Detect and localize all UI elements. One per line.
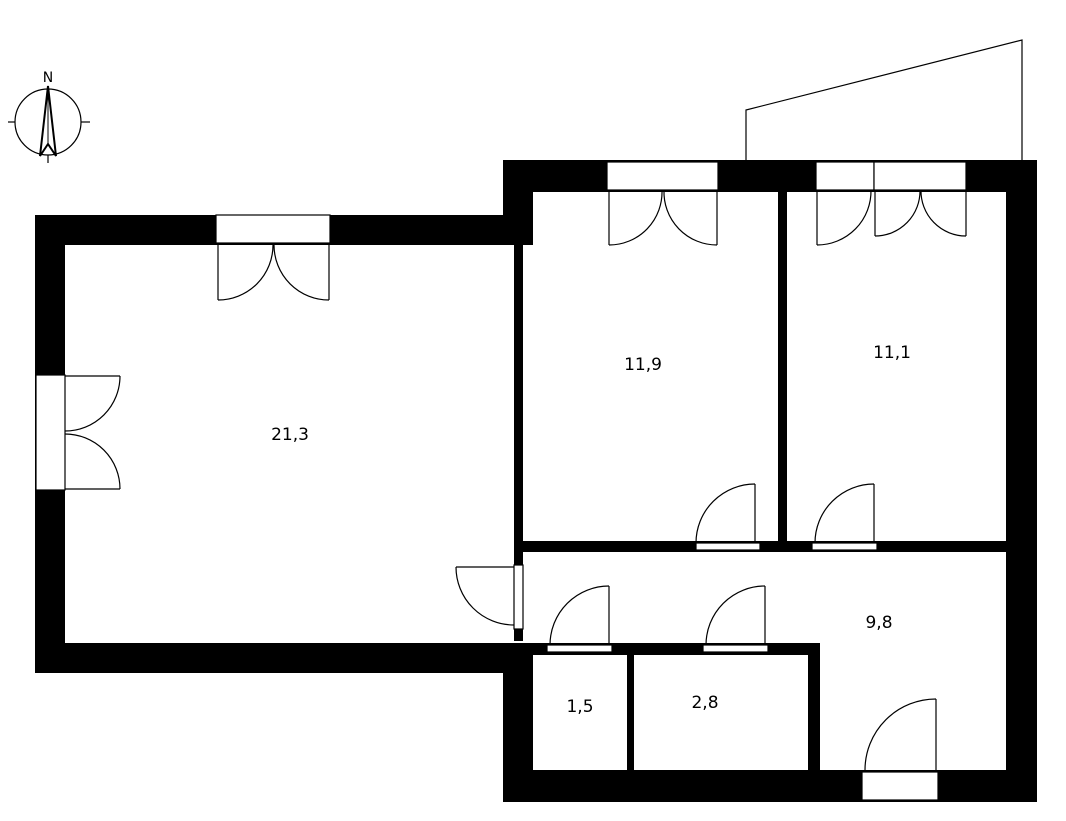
window-bedroom-2-b xyxy=(873,161,967,191)
window-swings xyxy=(64,189,967,490)
window-bedroom-2-a xyxy=(815,161,875,191)
window-hallway-bottom xyxy=(861,771,939,801)
room-area-bedroom-1: 11,9 xyxy=(624,355,662,375)
room-area-living: 21,3 xyxy=(271,425,309,445)
window-living-top xyxy=(215,214,331,244)
outer-walls xyxy=(35,160,1037,802)
window-living-left xyxy=(35,374,66,491)
doors xyxy=(455,483,937,771)
room-area-bedroom-2: 11,1 xyxy=(873,343,911,363)
room-labels: 21,3 11,9 11,1 9,8 1,5 2,8 xyxy=(271,343,911,717)
room-area-wc: 1,5 xyxy=(566,697,593,717)
compass-north-label: N xyxy=(43,70,53,86)
compass-rose-icon: N xyxy=(8,70,90,163)
window-bedroom-1 xyxy=(606,161,719,191)
balcony-outline xyxy=(745,39,1023,162)
room-area-hallway: 9,8 xyxy=(865,613,892,633)
windows xyxy=(35,161,967,801)
interior-walls xyxy=(514,190,1008,772)
room-area-bathroom: 2,8 xyxy=(691,693,718,713)
